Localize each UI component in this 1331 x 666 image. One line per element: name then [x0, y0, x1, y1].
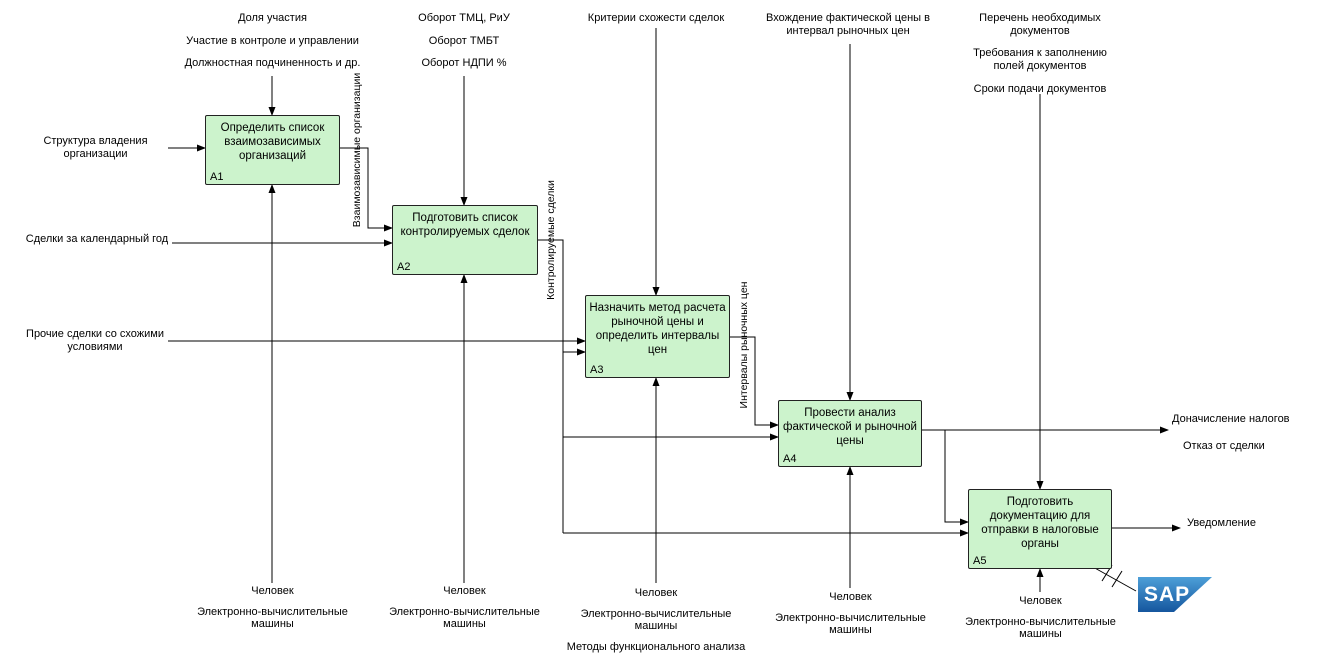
input-label: Сделки за календарный год [25, 233, 169, 245]
activity-id: A1 [210, 171, 224, 183]
control-label: Участие в контроле и управлении [186, 34, 359, 47]
activity-id: A5 [973, 555, 987, 567]
mechanism-labels-a3: Человек Электронно-вычислительные машины… [566, 587, 746, 662]
control-label: Критерии схожести сделок [587, 12, 725, 24]
control-label: Должностная подчиненность и др. [184, 57, 361, 70]
control-label: Оборот НДПИ % [421, 57, 507, 70]
mechanism-labels-a1: Человек Электронно-вычислительные машины [190, 585, 355, 639]
flow-label: Интервалы рыночных цен [738, 281, 750, 409]
mechanism-label: Человек [1019, 595, 1062, 607]
activity-box-a4[interactable]: Провести анализ фактической и рыночной ц… [778, 400, 922, 467]
activity-label: Подготовить список контролируемых сделок [400, 212, 530, 239]
mechanism-label: Человек [443, 585, 486, 597]
activity-label: Провести анализ фактической и рыночной ц… [783, 407, 917, 448]
activity-label: Определить список взаимозависимых органи… [220, 122, 325, 163]
activity-box-a5[interactable]: Подготовить документацию для отправки в … [968, 489, 1112, 569]
control-labels-a1: Доля участия Участие в контроле и управл… [170, 12, 375, 80]
control-label: Вхождение фактической цены в интервал ры… [766, 12, 930, 37]
control-arrows [268, 28, 1044, 490]
control-labels-a2: Оборот ТМЦ, РиУ Оборот ТМБТ Оборот НДПИ … [394, 12, 534, 80]
input-label: Структура владения организации [43, 135, 148, 160]
flow-label: Контролируемые сделки [545, 180, 557, 300]
mechanism-labels-a4: Человек Электронно-вычислительные машины [768, 591, 933, 645]
sap-logo-shape [1138, 577, 1212, 612]
output-label: Уведомление [1187, 517, 1256, 529]
mechanism-label: Человек [251, 585, 294, 597]
control-labels-a5: Перечень необходимых документов Требован… [958, 12, 1122, 105]
activity-id: A3 [590, 364, 604, 376]
mechanism-label: Электронно-вычислительные машины [775, 611, 926, 637]
control-label: Оборот ТМБТ [428, 34, 500, 47]
mechanism-label: Человек [829, 591, 872, 603]
flow-connectors [340, 147, 1181, 537]
control-label: Доля участия [238, 12, 307, 24]
activity-box-a1[interactable]: Определить список взаимозависимых органи… [205, 115, 340, 185]
activity-label: Назначить метод расчета рыночной цены и … [589, 302, 726, 357]
control-labels-a3: Критерии схожести сделок [566, 12, 746, 35]
mechanism-label: Электронно-вычислительные машины [197, 605, 348, 631]
control-labels-a4: Вхождение фактической цены в интервал ры… [760, 12, 936, 47]
mechanism-label: Методы функционального анализа [566, 640, 746, 653]
mechanism-label: Электронно-вычислительные машины [580, 607, 732, 633]
control-label: Оборот ТМЦ, РиУ [418, 12, 510, 24]
flow-label: Взаимозависимые организации [351, 72, 363, 228]
activity-label: Подготовить документацию для отправки в … [981, 496, 1099, 551]
activity-id: A4 [783, 453, 797, 465]
output-label: Доначисление налогов [1172, 413, 1290, 425]
mechanism-label: Электронно-вычислительные машины [389, 605, 540, 631]
sap-logo-text: SAP [1144, 583, 1191, 606]
mechanism-arrows [268, 184, 1044, 592]
activity-box-a2[interactable]: Подготовить список контролируемых сделок… [392, 205, 538, 275]
mechanism-label: Человек [634, 587, 678, 599]
activity-box-a3[interactable]: Назначить метод расчета рыночной цены и … [585, 295, 730, 378]
control-label: Перечень необходимых документов [979, 12, 1101, 37]
control-label: Сроки подачи документов [973, 82, 1107, 95]
mechanism-label: Электронно-вычислительные машины [965, 615, 1116, 641]
output-label: Отказ от сделки [1183, 440, 1265, 452]
input-label: Прочие сделки со схожими условиями [26, 328, 164, 353]
control-label: Требования к заполнению полей документов [973, 47, 1107, 72]
activity-id: A2 [397, 261, 411, 273]
mechanism-labels-a2: Человек Электронно-вычислительные машины [382, 585, 547, 639]
input-arrows [168, 144, 586, 345]
mechanism-labels-a5: Человек Электронно-вычислительные машины [958, 595, 1123, 649]
